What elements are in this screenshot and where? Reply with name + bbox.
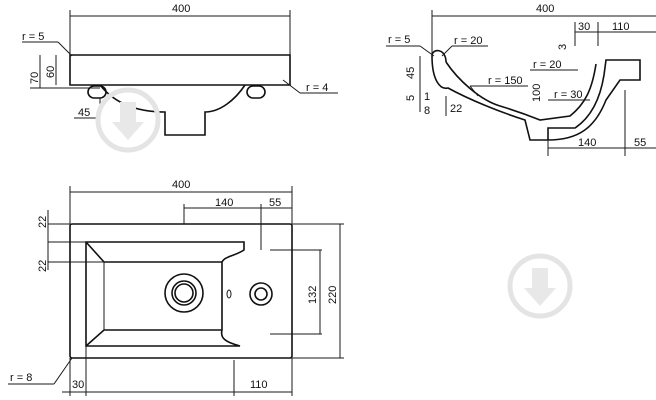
side-w110-label: 110 [612, 21, 630, 33]
side-r20b-label: r = 20 [533, 59, 561, 71]
front-width-label: 400 [172, 3, 190, 15]
top-w140-label: 140 [215, 197, 233, 209]
top-h22b-label: 22 [37, 260, 49, 272]
side-r20a-label: r = 20 [454, 35, 482, 47]
side-h100-label: 100 [531, 84, 543, 102]
top-r8-label: r = 8 [10, 372, 32, 384]
front-offset-label: 45 [78, 107, 90, 119]
side-d22-label: 22 [450, 103, 462, 115]
front-radius-right-label: r = 4 [306, 82, 328, 94]
top-w110-label: 110 [250, 379, 268, 391]
side-r5-label: r = 5 [388, 34, 410, 46]
side-width-label: 400 [536, 3, 554, 15]
top-w55-label: 55 [269, 197, 281, 209]
download-arrow-icon [507, 253, 573, 319]
front-height-body-label: 60 [45, 66, 57, 78]
top-w30-label: 30 [72, 379, 84, 391]
side-d1-label: 1 [424, 91, 430, 103]
side-w30-label: 30 [578, 21, 590, 33]
front-height-total-label: 70 [29, 72, 41, 84]
side-r30-label: r = 30 [554, 89, 582, 101]
top-h22a-label: 22 [37, 216, 49, 228]
side-h45-label: 45 [405, 67, 417, 79]
side-w140-label: 140 [578, 137, 596, 149]
top-view: 400 140 55 22 22 132 220 r = 8 30 110 [8, 179, 344, 396]
side-h5-label: 5 [405, 95, 417, 101]
side-view: 400 30 110 r = 5 r = 20 3 r = 20 45 5 1 … [386, 3, 656, 156]
front-view: 400 r = 5 70 60 r = 4 45 [22, 3, 338, 136]
front-radius-top-label: r = 5 [22, 31, 44, 43]
download-arrow-icon [95, 87, 161, 153]
top-width-label: 400 [172, 179, 190, 191]
side-d3-label: 3 [557, 44, 569, 50]
top-h220-label: 220 [327, 286, 339, 304]
side-w55-label: 55 [634, 137, 646, 149]
top-h132-label: 132 [307, 286, 319, 304]
side-r150-label: r = 150 [488, 75, 523, 87]
side-d8-label: 8 [424, 105, 430, 117]
